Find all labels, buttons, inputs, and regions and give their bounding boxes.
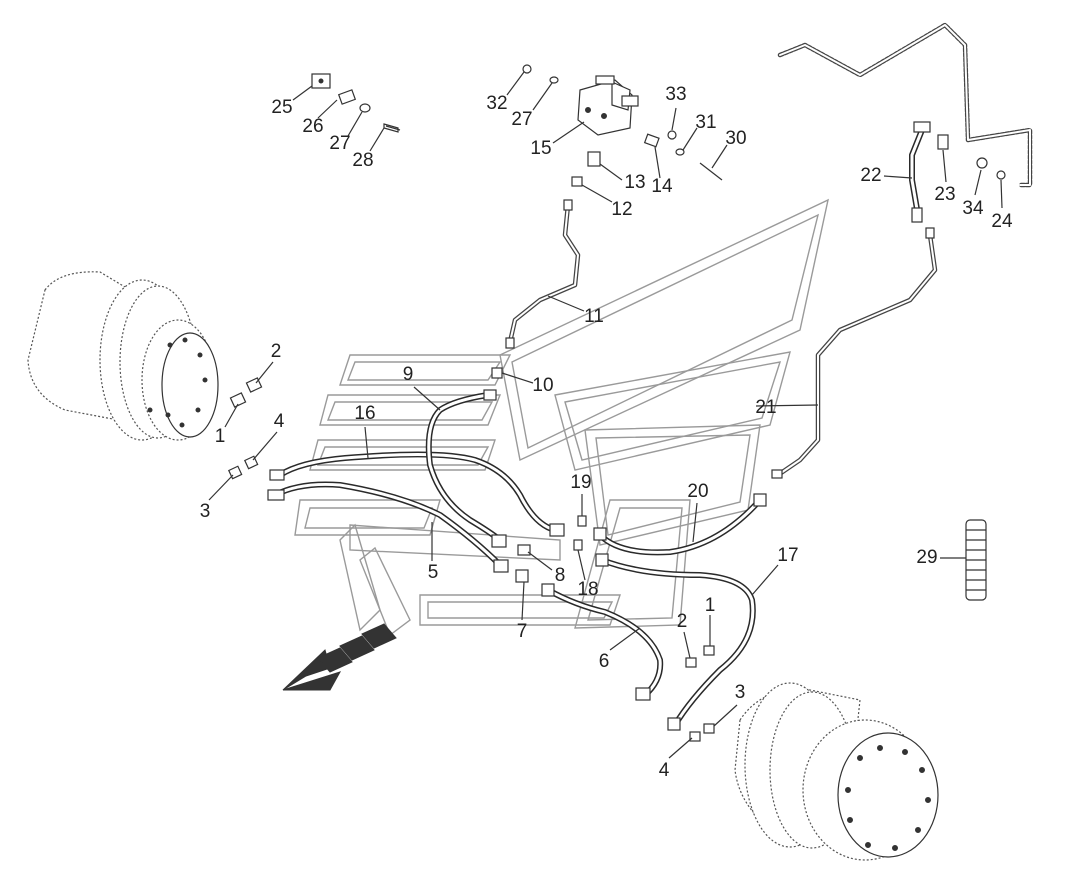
hose-17 [595, 553, 756, 731]
left-final-drive [27, 271, 219, 441]
callout-20: 20 [687, 481, 708, 502]
callout-7: 7 [517, 621, 528, 642]
callout-2-b: 2 [677, 611, 688, 632]
callout-25: 25 [271, 97, 292, 118]
small-parts-top [311, 64, 1006, 187]
protective-sleeve-29 [965, 519, 987, 601]
callout-labels: 25 26 27 28 32 27 15 33 31 30 13 14 12 2… [200, 84, 1013, 781]
upper-pipe-line [777, 22, 1033, 188]
callout-2: 2 [271, 341, 282, 362]
callout-27: 27 [329, 133, 350, 154]
callout-11: 11 [584, 306, 604, 327]
callout-24: 24 [991, 211, 1013, 232]
hose-6 [541, 583, 664, 701]
callout-26: 26 [302, 116, 323, 137]
callout-19: 19 [570, 472, 591, 493]
callout-9: 9 [403, 364, 414, 385]
callout-3-b: 3 [735, 682, 746, 703]
callout-12: 12 [611, 199, 632, 220]
callout-23: 23 [934, 184, 955, 205]
callout-31: 31 [695, 112, 716, 133]
callout-16: 16 [354, 403, 375, 424]
callout-6: 6 [599, 651, 610, 672]
callout-5: 5 [428, 562, 439, 583]
hose-5 [267, 481, 509, 573]
callout-14: 14 [651, 176, 673, 197]
callout-28: 28 [352, 150, 373, 171]
hose-16 [269, 451, 565, 537]
callout-15: 15 [530, 138, 551, 159]
callout-1-b: 1 [705, 595, 716, 616]
pipe-11 [505, 199, 581, 349]
callout-32: 32 [486, 93, 507, 114]
hose-9 [425, 389, 507, 548]
callout-3: 3 [200, 501, 211, 522]
callout-22: 22 [860, 165, 881, 186]
callout-29: 29 [916, 547, 937, 568]
hose-22 [909, 121, 931, 223]
callout-4-b: 4 [659, 760, 670, 781]
callout-33: 33 [665, 84, 686, 105]
callout-30: 30 [725, 128, 746, 149]
callout-34: 34 [962, 198, 984, 219]
pipe-21 [771, 227, 938, 479]
leader-lines [208, 71, 1003, 759]
callout-1: 1 [215, 426, 226, 447]
direction-arrow [282, 623, 397, 691]
callout-13: 13 [624, 172, 645, 193]
callout-27-b: 27 [511, 109, 532, 130]
callout-21: 21 [755, 397, 776, 418]
callout-10: 10 [532, 375, 553, 396]
callout-17: 17 [777, 545, 798, 566]
callout-18: 18 [577, 579, 598, 600]
right-final-drive [734, 682, 939, 861]
hose-20 [593, 493, 767, 556]
valve-block-15 [577, 75, 639, 136]
callout-4: 4 [274, 411, 285, 432]
callout-8: 8 [555, 565, 566, 586]
